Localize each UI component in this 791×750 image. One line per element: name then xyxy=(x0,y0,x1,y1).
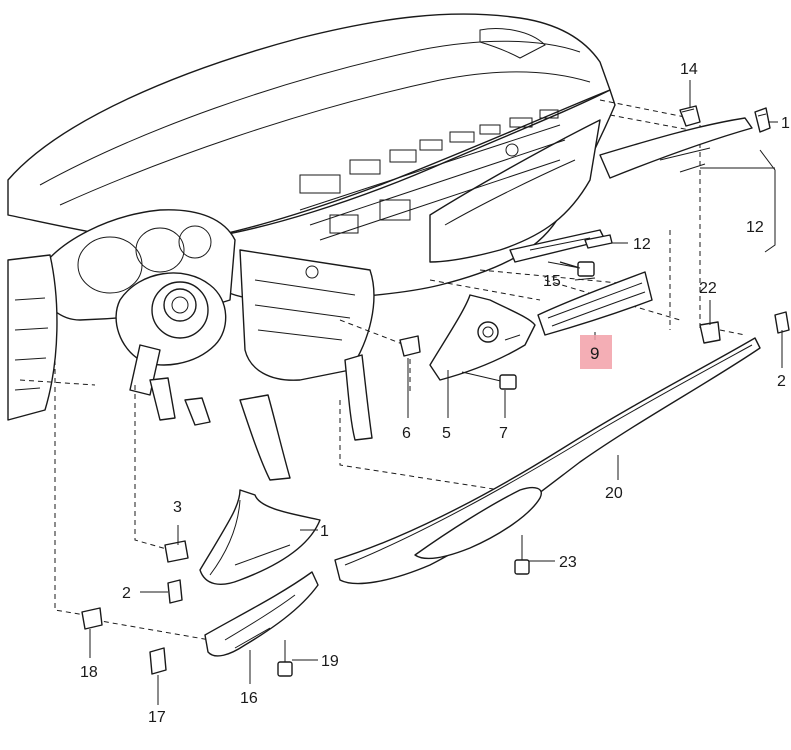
callout-9: 9 xyxy=(590,344,599,363)
part-6-clip xyxy=(399,335,421,357)
callout-18: 18 xyxy=(80,664,98,681)
callout-16: 16 xyxy=(240,690,258,707)
part-17-clip xyxy=(149,647,167,675)
part-1-top-end-cap xyxy=(754,107,771,133)
callout-1-left: 1 xyxy=(320,523,329,540)
part-5-bracket xyxy=(429,294,536,381)
part-16-lower-panel xyxy=(204,571,319,657)
callout-22: 22 xyxy=(699,280,717,297)
callouts: 14 1 12 12 15 22 9 2 6 5 7 20 3 1 2 23 1… xyxy=(80,61,790,726)
callout-20: 20 xyxy=(605,485,623,502)
part-2-left-clip xyxy=(167,579,183,604)
callout-12-mid: 12 xyxy=(633,236,651,253)
callout-2-left: 2 xyxy=(122,585,131,602)
callout-5: 5 xyxy=(442,425,451,442)
reference-lines xyxy=(19,99,746,641)
callout-14: 14 xyxy=(680,61,698,78)
part-23-bolt xyxy=(514,535,530,575)
part-15-bolt xyxy=(547,261,595,277)
part-12-upper-trim xyxy=(599,117,753,179)
part-20-lower-trim xyxy=(334,337,761,585)
callout-23: 23 xyxy=(559,554,577,571)
leader-lines xyxy=(89,80,783,705)
callout-15: 15 xyxy=(543,273,561,290)
part-1-left-side-panel xyxy=(199,489,321,586)
highlight-box-9 xyxy=(580,335,612,369)
part-19-bolt xyxy=(277,640,293,677)
part-9-vent-bezel xyxy=(537,271,653,336)
part-2-right-clip xyxy=(774,311,790,334)
callout-2-right: 2 xyxy=(777,373,786,390)
callout-19: 19 xyxy=(321,653,339,670)
callout-12-right: 12 xyxy=(746,219,764,236)
part-22-clip xyxy=(699,321,721,344)
callout-1-top: 1 xyxy=(781,115,790,132)
dashboard-assembly xyxy=(7,13,616,481)
part-3-clip xyxy=(164,540,189,563)
part-14-clip xyxy=(679,105,701,127)
callout-6: 6 xyxy=(402,425,411,442)
part-7-bolt xyxy=(461,371,517,390)
part-12-middle-trim xyxy=(509,229,613,263)
part-18-clip xyxy=(81,607,103,630)
callout-7: 7 xyxy=(499,425,508,442)
callout-3: 3 xyxy=(173,499,182,516)
callout-17: 17 xyxy=(148,709,166,726)
